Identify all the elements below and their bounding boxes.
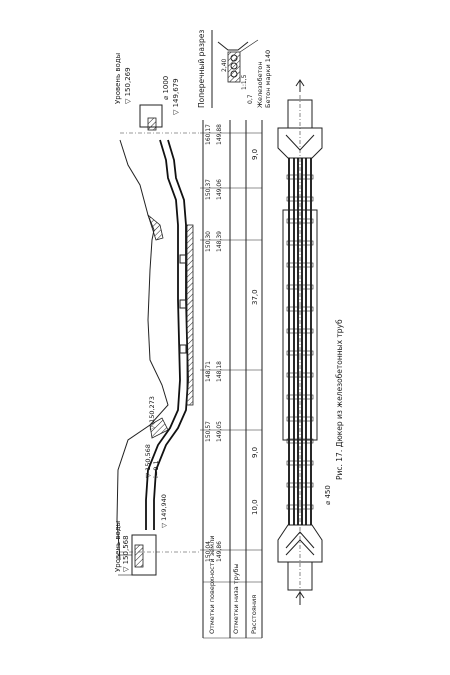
plan-pipe-joint — [286, 350, 314, 356]
profile-table: Отметки поверхности земли Отметки низа т… — [200, 120, 263, 639]
pipe-mark-1: 149,88 — [216, 124, 223, 145]
material-1: Железобетон — [256, 61, 264, 108]
flow-arrow-top — [295, 79, 305, 92]
elevation-mark-1: ▽ 149,679 — [172, 78, 180, 115]
ground-mark-5: 150,57 — [205, 421, 212, 442]
plan-pipe-joint — [286, 372, 314, 378]
plan-pipe-joint — [286, 218, 314, 224]
section-depth: 0,7 — [247, 94, 254, 104]
plan-pipe-joint — [286, 438, 314, 444]
ground-mark-3: 150,30 — [205, 231, 212, 252]
pipe-mark-3: 148,39 — [216, 231, 223, 252]
row-label-distance: Расстояния — [250, 595, 258, 634]
section-slope: 1:1,5 — [241, 74, 248, 90]
pipe-mark-2: 149,06 — [216, 179, 223, 200]
distance-3: 9,0 — [251, 447, 259, 458]
plan-inlet-structure — [277, 127, 323, 159]
pipe-mark-4: 148,18 — [216, 361, 223, 382]
ground-hatch-top — [147, 213, 164, 241]
diameter-1000: ⌀ 1000 — [162, 76, 170, 100]
water-level-right-label: Уровень воды — [114, 53, 122, 104]
ground-mark-2: 150,37 — [205, 179, 212, 200]
plan-pipe-joint — [286, 328, 314, 334]
plan-pipe-joint — [286, 460, 314, 466]
water-level-left-mark: ▽ 150,568 — [122, 535, 130, 572]
section-width: 2,40 — [221, 58, 228, 72]
ground-mark-4: 148,71 — [205, 361, 212, 382]
longitudinal-profile: Уровень воды ▽ 150,269 ▽ 149,679 ⌀ 1000 … — [114, 53, 200, 576]
siphon-pipe-upper — [145, 139, 181, 530]
plan-view: ⌀ 450 Рис. 17. Дюкер из железобетонных т… — [277, 79, 344, 605]
distance-1: 9,0 — [251, 149, 259, 160]
ground-mark-6: 150,04 — [205, 541, 212, 562]
elevation-mark-3: ▽ 149,940 — [160, 494, 168, 528]
water-level-left-label: Уровень воды — [114, 521, 122, 572]
row-label-pipe: Отметки низа трубы — [232, 563, 240, 634]
plan-casing — [282, 209, 318, 441]
row-label-ground: Отметки поверхности земли — [208, 536, 216, 634]
plan-pipe-joint — [286, 306, 314, 312]
pipe-bedding — [186, 224, 194, 406]
plan-pipe-joint — [286, 416, 314, 422]
cross-section: Поперечный разрез 2,40 1:1,5 0,7 Железоб… — [197, 30, 272, 108]
flow-arrow-bottom — [295, 591, 305, 605]
figure-caption: Рис. 17. Дюкер из железобетонных труб — [335, 319, 344, 480]
ground-mark-1: 160,17 — [205, 124, 212, 145]
plan-pipe-joint — [286, 394, 314, 400]
distance-2: 37,0 — [251, 289, 259, 305]
distance-4: 10,0 — [251, 499, 259, 515]
plan-outlet-structure — [277, 524, 323, 563]
plan-pipe-joint — [286, 240, 314, 246]
ground-line — [116, 139, 169, 561]
pipe-mark-6: 149,86 — [216, 541, 223, 562]
elevation-mark-2: ▽ 150,568 — [144, 444, 152, 478]
elevation-mark-4: ▽ 150,273 — [148, 396, 156, 430]
plan-pipe-joint — [286, 196, 314, 202]
plan-pipe-joint — [286, 262, 314, 268]
slope-label: i=0,1 — [152, 460, 160, 478]
plan-pipe-joint — [286, 482, 314, 488]
material-2: Бетон марки 140 — [264, 50, 272, 108]
cross-section-title: Поперечный разрез — [197, 30, 206, 108]
plan-pipe-joint — [286, 174, 314, 180]
plan-pipe-joint — [286, 504, 314, 510]
plan-pipe-joint — [286, 284, 314, 290]
water-level-right-mark: ▽ 150,269 — [124, 67, 132, 104]
diameter-450: ⌀ 450 — [324, 485, 332, 505]
pipe-mark-5: 149,05 — [216, 421, 223, 442]
